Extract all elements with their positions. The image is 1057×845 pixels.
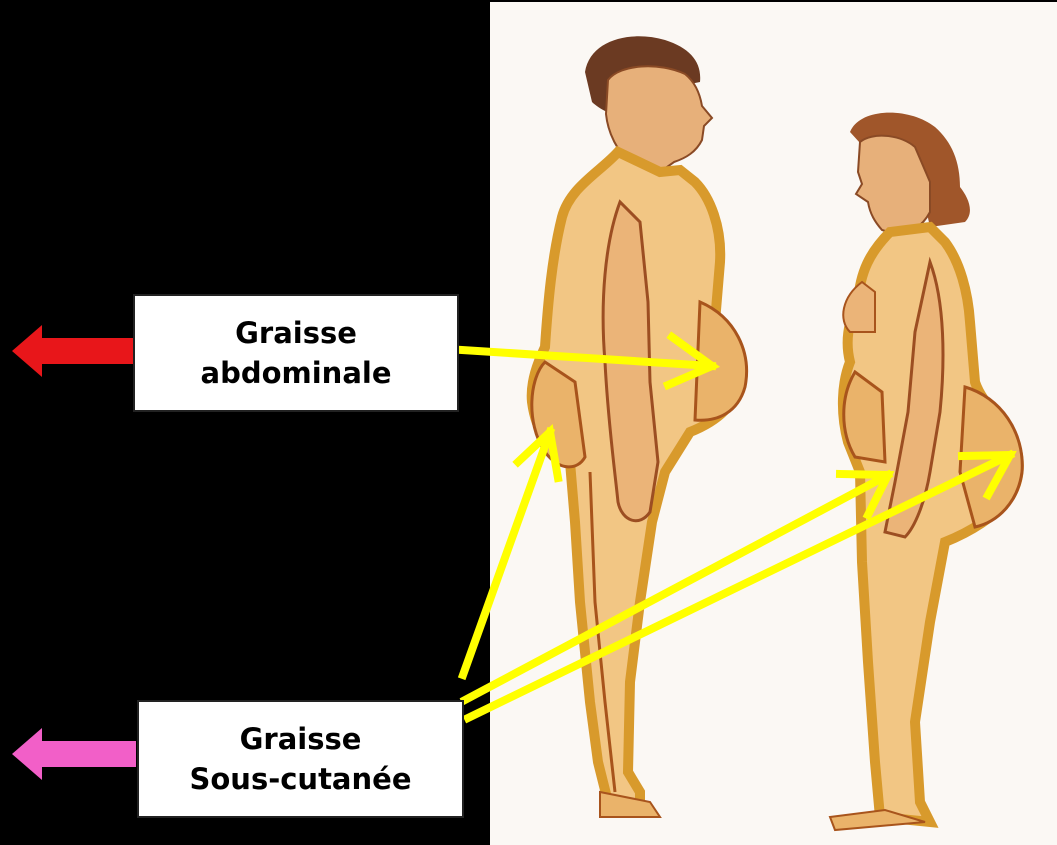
figures-drawing: [490, 2, 1057, 845]
subcutaneous-fat-label-line2: Sous-cutanée: [189, 759, 411, 799]
abdominal-fat-label: Graisse abdominale: [133, 294, 459, 412]
subcutaneous-fat-label-line1: Graisse: [240, 719, 362, 759]
woman-figure: [830, 113, 1022, 830]
abdominal-fat-label-line1: Graisse: [235, 313, 357, 353]
anatomy-illustration: [490, 2, 1057, 845]
subcutaneous-fat-label: Graisse Sous-cutanée: [137, 700, 464, 818]
left-arrow-icon: [12, 728, 136, 780]
man-figure: [532, 36, 747, 817]
left-arrow-icon: [12, 325, 134, 377]
abdominal-fat-label-line2: abdominale: [201, 353, 392, 393]
